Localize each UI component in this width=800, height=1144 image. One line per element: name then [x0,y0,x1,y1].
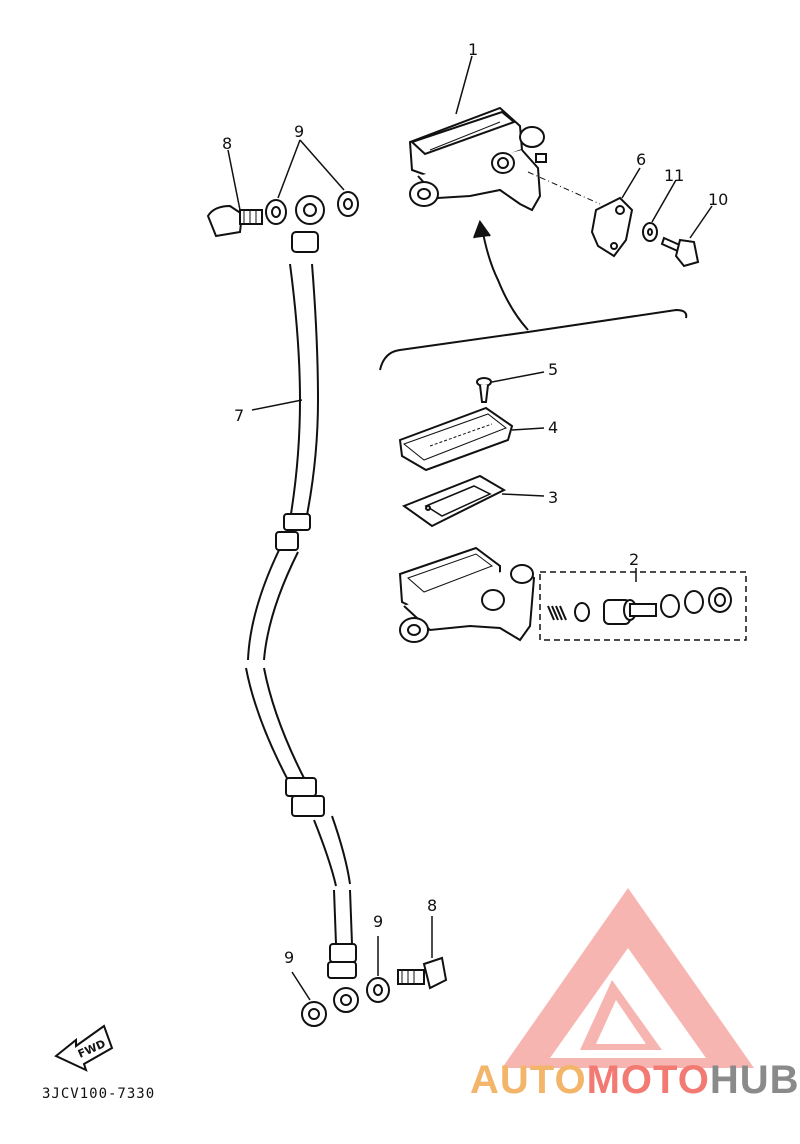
callout-4: 4 [548,418,559,437]
callout-9-top: 9 [294,122,305,141]
callout-10: 10 [708,190,729,209]
reservoir-cap [398,406,514,472]
watermark-moto: MOTO [586,1058,710,1102]
master-cylinder-assembly [408,106,547,212]
watermark-auto: AUTO [470,1058,587,1102]
callout-8-top: 8 [222,134,233,153]
watermark-logo [502,888,754,1068]
leaders-bottom [291,916,433,1001]
piston-kit [539,571,747,641]
callout-3: 3 [548,488,559,507]
holder-bolt [660,236,700,268]
leader-4 [511,427,545,431]
callout-9-middle: 9 [373,912,384,931]
brake-hose [245,195,359,1013]
cylinder-body [398,546,536,643]
diaphragm [401,474,507,528]
holder-part [590,196,634,258]
fwd-arrow-icon [54,1024,114,1072]
copper-washer-bottom [301,977,390,1027]
watermark-hub: HUB [709,1058,800,1102]
callout-11: 11 [664,166,685,185]
washer-part [642,222,658,242]
callout-7: 7 [234,406,245,425]
leader-5 [491,371,545,383]
callout-8-bottom: 8 [427,896,438,915]
union-bolt-top [206,204,263,238]
callout-6: 6 [636,150,647,169]
callout-5: 5 [548,360,559,379]
leader-7 [251,399,303,411]
holder-centerline [527,171,601,205]
callout-1: 1 [468,40,479,59]
part-code: 3JCV100-7330 [42,1086,156,1102]
callout-9-bottom: 9 [284,948,295,967]
union-bolt-bottom [397,956,448,990]
leaders-top [227,55,713,239]
leader-3 [501,493,545,497]
cover-screw [476,377,492,403]
watermark-wordmark: AUTOMOTOHUB [470,1058,800,1103]
copper-washer-top [265,191,359,225]
callout-2: 2 [629,550,640,569]
exploded-view-arrow [379,219,688,371]
